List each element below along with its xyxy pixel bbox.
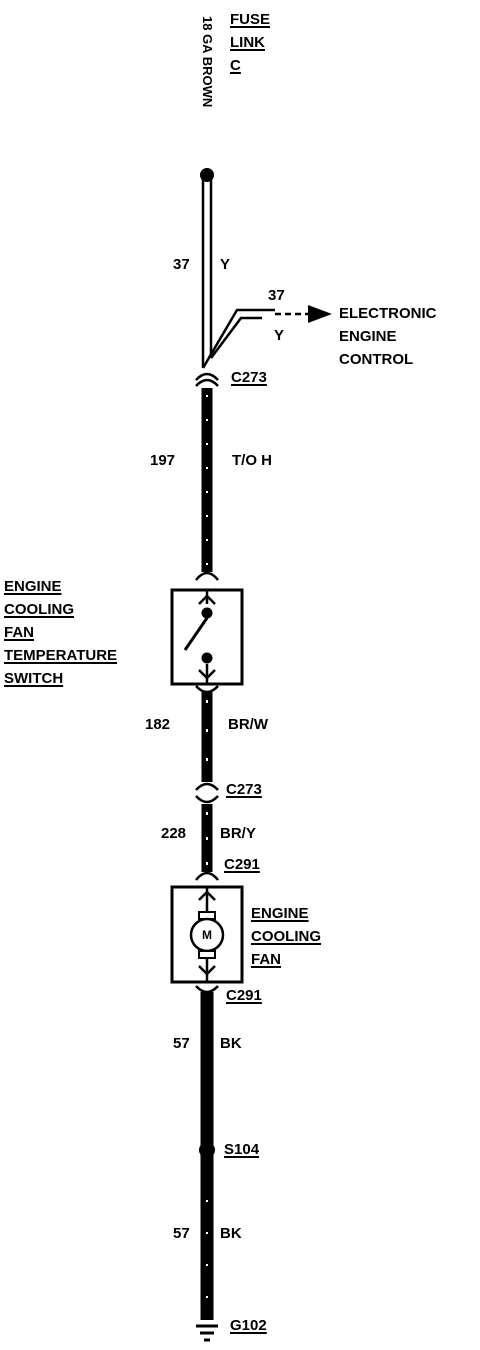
circuit-182-color: BR/W bbox=[228, 716, 268, 733]
circuit-37-color: Y bbox=[220, 256, 231, 273]
circuit-57-lower-number: 57 bbox=[173, 1225, 190, 1242]
circuit-228-number: 228 bbox=[161, 825, 187, 842]
fuse-link-name: FUSE LINK C bbox=[230, 8, 270, 77]
eec-arrow-icon bbox=[308, 305, 332, 323]
temp-switch-box bbox=[170, 588, 244, 686]
temp-switch-line-4: TEMPERATURE bbox=[4, 647, 118, 664]
fuse-name-line-3: C bbox=[230, 57, 241, 74]
wire-gauge-label: 18 GA BROWN bbox=[200, 16, 215, 108]
cooling-fan-label: ENGINE COOLING FAN bbox=[251, 902, 321, 971]
wire-37-branch bbox=[201, 308, 310, 369]
eec-line-3: CONTROL bbox=[339, 351, 414, 368]
fan-line-2: COOLING bbox=[251, 928, 321, 945]
eec-destination-label: ELECTRONIC ENGINE CONTROL bbox=[339, 302, 437, 371]
temp-switch-label: ENGINE COOLING FAN TEMPERATURE SWITCH bbox=[4, 575, 117, 690]
circuit-197-number: 197 bbox=[150, 452, 176, 469]
ground-icon bbox=[196, 1324, 218, 1342]
connector-c291-top-icon bbox=[195, 871, 219, 881]
eec-line-2: ENGINE bbox=[339, 328, 397, 345]
temp-switch-line-5: SWITCH bbox=[4, 670, 64, 687]
circuit-228-color: BR/Y bbox=[220, 825, 256, 842]
fan-line-3: FAN bbox=[251, 951, 281, 968]
circuit-197-color: T/O H bbox=[232, 452, 272, 469]
connector-c291-top: C291 bbox=[224, 856, 260, 873]
circuit-182-number: 182 bbox=[145, 716, 171, 733]
fan-motor-box bbox=[170, 885, 244, 984]
fuse-link-terminal bbox=[200, 168, 214, 182]
fuse-name-line-1: FUSE bbox=[230, 11, 271, 28]
splice-s104-label: S104 bbox=[224, 1141, 260, 1158]
circuit-57-upper-number: 57 bbox=[173, 1035, 190, 1052]
fan-line-1: ENGINE bbox=[251, 905, 309, 922]
temp-switch-line-1: ENGINE bbox=[4, 578, 62, 595]
branch-circuit-color: Y bbox=[274, 327, 285, 344]
ground-g102-label: G102 bbox=[230, 1317, 267, 1334]
connector-c273-top: C273 bbox=[231, 369, 267, 386]
connector-c273-top-icon bbox=[195, 372, 219, 387]
temp-switch-line-2: COOLING bbox=[4, 601, 74, 618]
fuse-name-line-2: LINK bbox=[230, 34, 265, 51]
circuit-57-upper-color: BK bbox=[220, 1035, 242, 1052]
connector-c291-bottom: C291 bbox=[226, 987, 262, 1004]
wire-37 bbox=[201, 178, 213, 368]
circuit-37-number: 37 bbox=[173, 256, 190, 273]
connector-c273-mid-icon bbox=[195, 782, 219, 804]
eec-line-1: ELECTRONIC bbox=[339, 305, 437, 322]
motor-symbol: M bbox=[202, 928, 212, 942]
temp-switch-line-3: FAN bbox=[4, 624, 34, 641]
branch-circuit-number: 37 bbox=[268, 287, 285, 304]
circuit-57-lower-color: BK bbox=[220, 1225, 242, 1242]
connector-c291-bottom-icon bbox=[195, 985, 219, 994]
connector-c273-mid: C273 bbox=[226, 781, 262, 798]
